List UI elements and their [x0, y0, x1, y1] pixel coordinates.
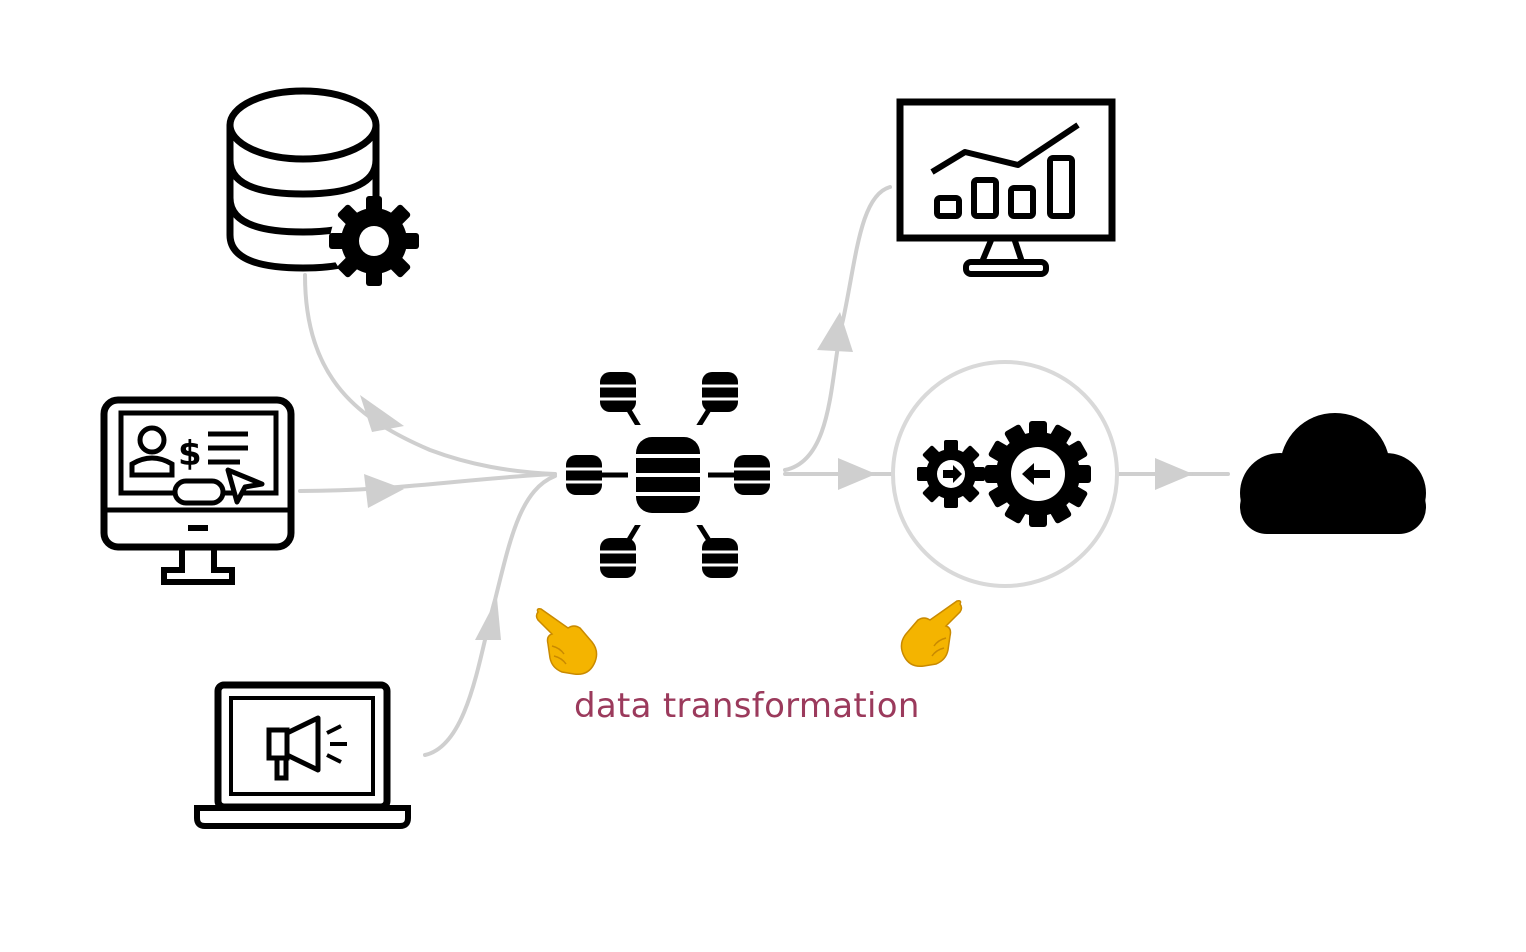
- large-gear-icon: [985, 421, 1091, 527]
- connector-marketing-to-hub: [423, 474, 557, 757]
- highlight-ring: [891, 360, 1119, 588]
- connector-hub-to-dashboard: [783, 185, 892, 472]
- arrowhead-transform: [838, 458, 876, 490]
- laptop-megaphone-icon: [194, 681, 411, 829]
- connector-crm-to-hub: [298, 472, 557, 493]
- small-gear-icon: [917, 440, 985, 508]
- cloud-icon: [1240, 413, 1426, 534]
- connector-database-to-hub: [303, 273, 557, 476]
- arrowhead-crm: [364, 474, 404, 508]
- arrowhead-cloud: [1155, 458, 1193, 490]
- arrowhead-database: [360, 395, 404, 432]
- arrowhead-marketing: [475, 598, 501, 640]
- monitor-customer-payment-icon: $: [100, 396, 295, 585]
- pointing-hand-right-icon: [535, 608, 598, 676]
- pointing-hand-left-icon: [900, 600, 963, 668]
- svg-text:$: $: [178, 434, 202, 474]
- gear-icon: [329, 196, 419, 286]
- caption-label: data transformation: [574, 686, 920, 726]
- arrowhead-dashboard: [817, 312, 853, 352]
- gears-transform-icon: [891, 360, 1119, 588]
- monitor-analytics-chart-icon: [896, 98, 1116, 277]
- database-network-hub-icon: [564, 370, 772, 580]
- arrowheads: [360, 312, 1193, 640]
- database-gear-icon: [226, 87, 419, 286]
